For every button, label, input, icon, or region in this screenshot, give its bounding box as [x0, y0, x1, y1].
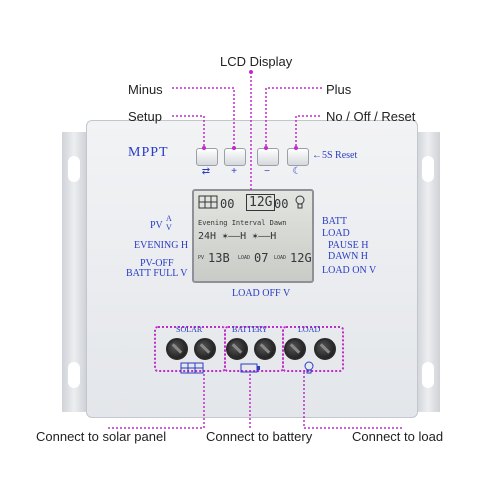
battery-terminal-icon	[240, 363, 260, 373]
solar-terminal-label: SOLAR	[176, 325, 203, 334]
reset-hint: ←5S Reset	[312, 150, 358, 161]
connect-load-callout: Connect to load	[352, 429, 444, 444]
evening-label: EVENING H	[134, 240, 189, 251]
lcd-battery-value: 12G	[246, 194, 276, 211]
connect-battery-callout: Connect to battery	[206, 429, 313, 444]
lcd-bottom-right-value: 12G	[290, 251, 312, 265]
connect-solar-callout: Connect to solar panel	[36, 429, 167, 444]
lcd-bottom-left-value: 13B	[208, 251, 230, 265]
lcd-load-tag-2: LOAD	[274, 255, 287, 261]
lcd-timer-labels: Evening Interval Dawn	[198, 219, 287, 227]
plus-symbol-icon: +	[231, 166, 237, 177]
lcd-display-callout: LCD Display	[220, 54, 293, 69]
left-heatsink-fin	[62, 132, 86, 412]
lcd-pv-tag: PV	[198, 255, 205, 261]
load-on-label: LOAD ON V	[322, 265, 377, 276]
dawn-label: DAWN H	[328, 251, 369, 262]
minus-symbol-icon: −	[264, 166, 270, 177]
pause-label: PAUSE H	[328, 240, 369, 251]
bulb-icon	[295, 195, 305, 209]
solar-negative-terminal[interactable]	[194, 338, 216, 360]
setup-symbol-icon: ⇄	[201, 166, 211, 177]
moon-symbol-icon: ☾	[292, 166, 302, 177]
bulb-terminal-icon	[304, 361, 314, 374]
lcd-top-left-value: 00	[220, 197, 235, 211]
no-off-reset-button[interactable]	[287, 148, 309, 166]
load-terminal-group	[282, 326, 344, 372]
batt-full-label: BATT FULL V	[126, 268, 188, 279]
load-label: LOAD	[322, 228, 350, 239]
battery-terminal-label: BATTERY	[232, 325, 268, 334]
solar-positive-terminal[interactable]	[166, 338, 188, 360]
battery-positive-terminal[interactable]	[226, 338, 248, 360]
no-off-reset-callout: No / Off / Reset	[326, 109, 416, 124]
solar-panel-terminal-icon	[180, 362, 204, 374]
batt-label: BATT	[322, 216, 347, 227]
setup-callout: Setup	[128, 109, 162, 124]
solar-panel-icon	[198, 195, 218, 209]
brand-label: MPPT	[128, 145, 169, 160]
minus-callout: Minus	[128, 82, 163, 97]
pv-label: PV	[150, 220, 163, 231]
load-off-label: LOAD OFF V	[232, 288, 291, 299]
load-positive-terminal[interactable]	[284, 338, 306, 360]
right-heatsink-fin	[416, 132, 440, 412]
load-terminal-label: LOAD	[298, 325, 321, 334]
lcd-display: 00 12G 00 Evening Interval Dawn 24H ✶––H…	[192, 189, 314, 283]
plus-button[interactable]	[257, 148, 279, 166]
pv-off-label: PV-OFF	[140, 258, 174, 269]
lcd-load-tag: LOAD	[238, 255, 251, 261]
load-negative-terminal[interactable]	[314, 338, 336, 360]
lcd-timer-values: 24H ✶––H ✶––H	[198, 231, 277, 242]
setup-button[interactable]	[196, 148, 218, 166]
lcd-bottom-mid-value: 07	[254, 251, 269, 265]
battery-negative-terminal[interactable]	[254, 338, 276, 360]
plus-callout: Plus	[326, 82, 352, 97]
lcd-top-right-value: 00	[274, 197, 289, 211]
